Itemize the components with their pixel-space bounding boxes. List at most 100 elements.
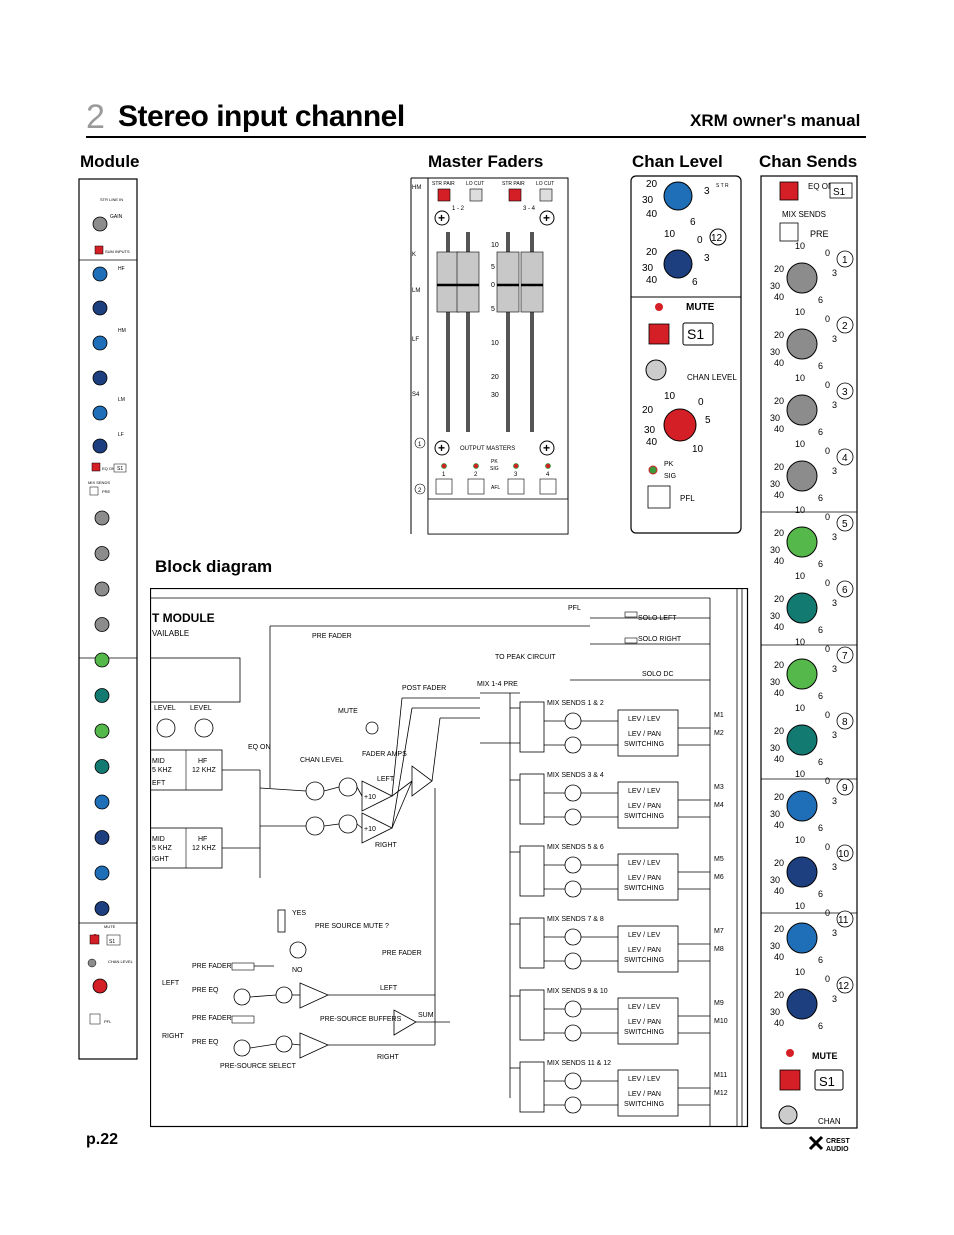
module-send-knob[interactable] <box>94 794 110 810</box>
hf-khz-1: 12 KHZ <box>192 767 216 774</box>
send-11-knob[interactable] <box>663 181 693 211</box>
pre-button[interactable] <box>779 222 799 242</box>
cl-level-20: 20 <box>642 405 654 416</box>
send-12-knob[interactable] <box>786 988 818 1020</box>
cs-s1: S1 <box>833 187 846 198</box>
module-send-knob[interactable] <box>94 617 110 632</box>
module-mute-button[interactable] <box>89 934 100 945</box>
module-eq-knob[interactable] <box>92 405 108 421</box>
send-scale-label: 20 <box>774 330 784 340</box>
lo-cut-button-right[interactable] <box>539 188 553 202</box>
module-eq-knob[interactable] <box>92 266 108 282</box>
send-1-knob[interactable] <box>786 262 818 294</box>
module-mute-s1-button[interactable] <box>106 934 121 946</box>
page-number: p.22 <box>86 1131 119 1148</box>
cs-eq-on: EQ ON <box>808 182 834 191</box>
master-afl-button[interactable] <box>467 478 485 495</box>
str-pair-button-left[interactable] <box>437 188 451 202</box>
cs-s1-button[interactable] <box>829 182 853 199</box>
send-scale-label: 20 <box>774 792 784 802</box>
send-scale-label: 0 <box>825 446 830 456</box>
send-number: 5 <box>842 519 848 530</box>
pre-eq-switch-left-icon <box>233 988 251 1006</box>
module-send-knob[interactable] <box>94 759 110 774</box>
send-scale-label: 3 <box>832 730 837 740</box>
module-pfl-button[interactable] <box>89 1013 101 1025</box>
send-10-knob[interactable] <box>786 856 818 888</box>
cl-s1-button[interactable] <box>682 322 714 346</box>
pfl-button[interactable] <box>647 485 671 509</box>
lev-pan-label: LEV / PAN <box>628 947 661 954</box>
send-scale-label: 6 <box>818 625 823 635</box>
module-mix-sends: MIX SENDS <box>88 480 110 485</box>
send-11-knob[interactable] <box>786 922 818 954</box>
fader-cap[interactable] <box>520 251 544 313</box>
lo-cut-button-left[interactable] <box>469 188 483 202</box>
module-level-knob[interactable] <box>92 978 108 994</box>
mix-send-switch <box>519 989 545 1041</box>
send-scale-label: 6 <box>818 559 823 569</box>
cl-scale-40: 40 <box>646 209 658 220</box>
module-send-knob[interactable] <box>94 865 110 881</box>
module-send-knob[interactable] <box>94 688 110 703</box>
module-eq-knob[interactable] <box>92 335 108 351</box>
chan-level-knob[interactable] <box>663 408 697 442</box>
send-6-knob[interactable] <box>786 592 818 624</box>
module-eq-on-button[interactable] <box>91 462 101 472</box>
mute-button[interactable] <box>648 323 670 345</box>
fader-cap[interactable] <box>496 251 520 313</box>
cl-s1-label: S1 <box>687 326 704 342</box>
module-pre-button[interactable] <box>89 486 99 496</box>
send-2-knob[interactable] <box>786 328 818 360</box>
module-send-knob[interactable] <box>94 901 110 916</box>
str-pair-button-right[interactable] <box>508 188 522 202</box>
cs-mute-button[interactable] <box>779 1069 801 1091</box>
level-label-2: LEVEL <box>190 705 212 712</box>
send-pot-icon <box>564 808 582 826</box>
cs-mix-sends: MIX SENDS <box>782 210 826 219</box>
module-eq-knob[interactable] <box>92 438 108 454</box>
chan-level-pot-left-icon <box>305 781 325 801</box>
module-sum-inputs: SUM INPUTS <box>105 249 130 254</box>
module-send-knob[interactable] <box>94 546 110 561</box>
send-8-knob[interactable] <box>786 724 818 756</box>
mix-group-label: MIX SENDS 7 & 8 <box>547 916 604 923</box>
send-scale-label: 30 <box>770 743 780 753</box>
send-scale-label: 40 <box>774 952 784 962</box>
fader-cap[interactable] <box>436 251 460 313</box>
master-afl-button[interactable] <box>507 478 525 495</box>
sum-inputs-button[interactable] <box>94 245 104 255</box>
send-7-knob[interactable] <box>786 658 818 690</box>
module-send-knob[interactable] <box>94 723 110 739</box>
section-chan-level: Chan Level <box>632 152 723 171</box>
module-eq-label: LF <box>118 432 124 438</box>
module-send-knob[interactable] <box>94 581 110 597</box>
send-4-knob[interactable] <box>786 460 818 492</box>
module-s1-button[interactable] <box>113 463 127 473</box>
module-send-knob[interactable] <box>94 652 110 668</box>
module-str-line-in: STR LINE IN <box>100 197 123 202</box>
module-send-knob[interactable] <box>94 510 110 526</box>
send-number: 1 <box>842 255 848 266</box>
chapter-number: 2 <box>86 98 105 136</box>
gain-knob[interactable] <box>92 216 108 232</box>
module-send-knob[interactable] <box>94 830 110 845</box>
pre-fader-label: PRE FADER <box>312 633 352 640</box>
eq-on-button[interactable] <box>779 181 799 201</box>
send-scale-label: 0 <box>825 842 830 852</box>
buffer-left-icon <box>299 982 329 1009</box>
module-eq-knob[interactable] <box>92 300 108 316</box>
master-afl-button[interactable] <box>539 478 557 495</box>
master-afl-button[interactable] <box>435 478 453 495</box>
module-eq-knob[interactable] <box>92 370 108 386</box>
cs-mute-s1-button[interactable] <box>814 1069 844 1091</box>
send-scale-label: 30 <box>770 1007 780 1017</box>
send-12-knob[interactable] <box>663 249 693 279</box>
pre-eq-2: PRE EQ <box>192 1039 219 1046</box>
send-scale-label: 30 <box>770 413 780 423</box>
send-5-knob[interactable] <box>786 526 818 558</box>
cl-scale-0: 0 <box>697 235 703 246</box>
send-3-knob[interactable] <box>786 394 818 426</box>
send-9-knob[interactable] <box>786 790 818 822</box>
fader-cap[interactable] <box>456 251 480 313</box>
